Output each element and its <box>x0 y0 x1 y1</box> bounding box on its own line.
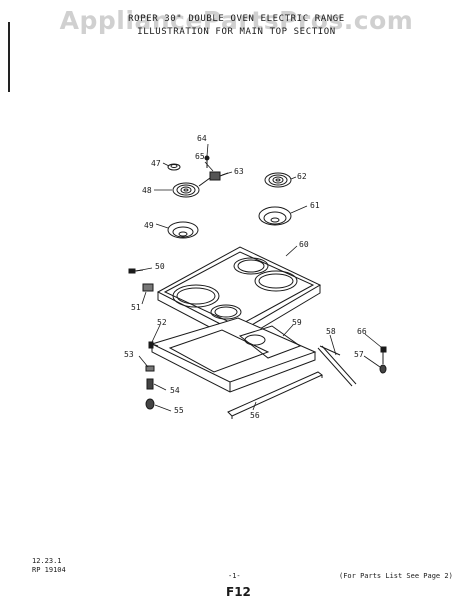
main-top-panel <box>156 246 322 343</box>
left-margin-bar <box>8 22 10 92</box>
drip-pan-left <box>167 221 199 239</box>
page-number: -1- <box>228 572 241 580</box>
watermark: AppliancePartsPros.com <box>59 6 414 35</box>
callout-63: 63 <box>234 167 244 176</box>
burner-box <box>150 317 317 393</box>
callout-65: 65 <box>195 152 205 161</box>
callout-61: 61 <box>310 201 320 210</box>
front-trim-strip <box>227 371 323 419</box>
callout-60: 60 <box>299 240 309 249</box>
callout-53: 53 <box>124 350 134 359</box>
footer-code-2: RP 19104 <box>32 566 66 574</box>
callout-62: 62 <box>297 172 307 181</box>
callout-48: 48 <box>142 186 152 195</box>
callout-47: 47 <box>151 159 161 168</box>
callout-57: 57 <box>354 350 364 359</box>
callout-49: 49 <box>144 221 154 230</box>
callout-51: 51 <box>131 303 141 312</box>
callout-56: 56 <box>250 411 260 420</box>
trim-ring <box>167 163 181 171</box>
callout-55: 55 <box>174 406 184 415</box>
diagram-title-line-2: ILLUSTRATION FOR MAIN TOP SECTION <box>137 27 336 37</box>
surface-unit-right-rear <box>264 172 292 188</box>
callout-59: 59 <box>292 318 302 327</box>
callout-66: 66 <box>357 327 367 336</box>
callout-50: 50 <box>155 262 165 271</box>
terminal-block <box>204 155 229 181</box>
support-rod <box>317 345 357 387</box>
drip-pan-right <box>258 206 292 226</box>
callout-54: 54 <box>170 386 180 395</box>
hinge-hardware <box>145 341 155 410</box>
figure-number: F12 <box>226 585 251 599</box>
parts-list-note: (For Parts List See Page 2) <box>339 572 453 580</box>
clip-and-spring <box>379 346 387 374</box>
diagram-title-line-1: ROPER 30" DOUBLE OVEN ELECTRIC RANGE <box>128 14 345 24</box>
leader-lines <box>135 143 382 412</box>
screw-and-bracket <box>128 268 154 292</box>
callout-52: 52 <box>157 318 167 327</box>
callout-64: 64 <box>197 134 207 143</box>
footer-code-1: 12.23.1 <box>32 557 62 565</box>
callout-58: 58 <box>326 327 336 336</box>
surface-unit-left-rear <box>172 177 211 198</box>
